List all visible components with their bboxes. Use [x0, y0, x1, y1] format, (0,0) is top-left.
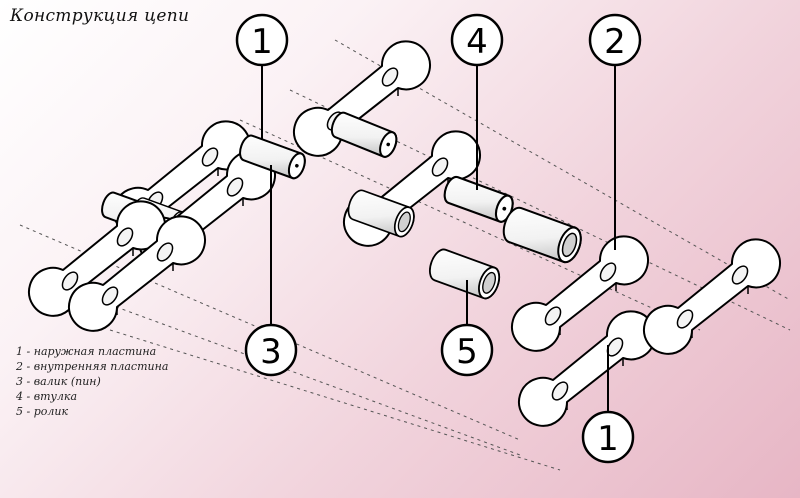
callout-bushing: 4	[450, 13, 504, 190]
callout-label: 1	[597, 419, 619, 459]
legend-item-inner-plate: 2 - внутренняя пластина	[16, 360, 169, 373]
pin-part-2	[327, 109, 401, 161]
diagram-title: Конструкция цепи	[10, 6, 190, 26]
legend: 1 - наружная пластина 2 - внутренняя пла…	[16, 344, 168, 419]
callout-label: 3	[260, 332, 282, 372]
callout-label: 2	[604, 22, 626, 62]
roller-part-a	[498, 203, 587, 267]
callout-pin: 3	[244, 165, 298, 377]
callout-outer-plate-bottom: 1	[581, 345, 635, 464]
callout-label: 4	[466, 22, 488, 62]
legend-item-pin: 3 - валик (пин)	[16, 375, 101, 388]
legend-item-bushing: 4 - втулка	[16, 390, 78, 403]
assembled-chain	[28, 120, 276, 332]
callout-label: 5	[456, 332, 478, 372]
legend-item-roller: 5 - ролик	[16, 405, 69, 418]
callout-outer-plate-top: 1	[235, 13, 289, 140]
roller-part	[425, 245, 504, 303]
callout-roller: 5	[440, 280, 494, 377]
legend-item-outer-plate: 1 - наружная пластина	[16, 345, 157, 358]
outer-plate-part-right	[643, 238, 781, 355]
callout-inner-plate: 2	[588, 13, 642, 250]
callout-label: 1	[251, 22, 273, 62]
